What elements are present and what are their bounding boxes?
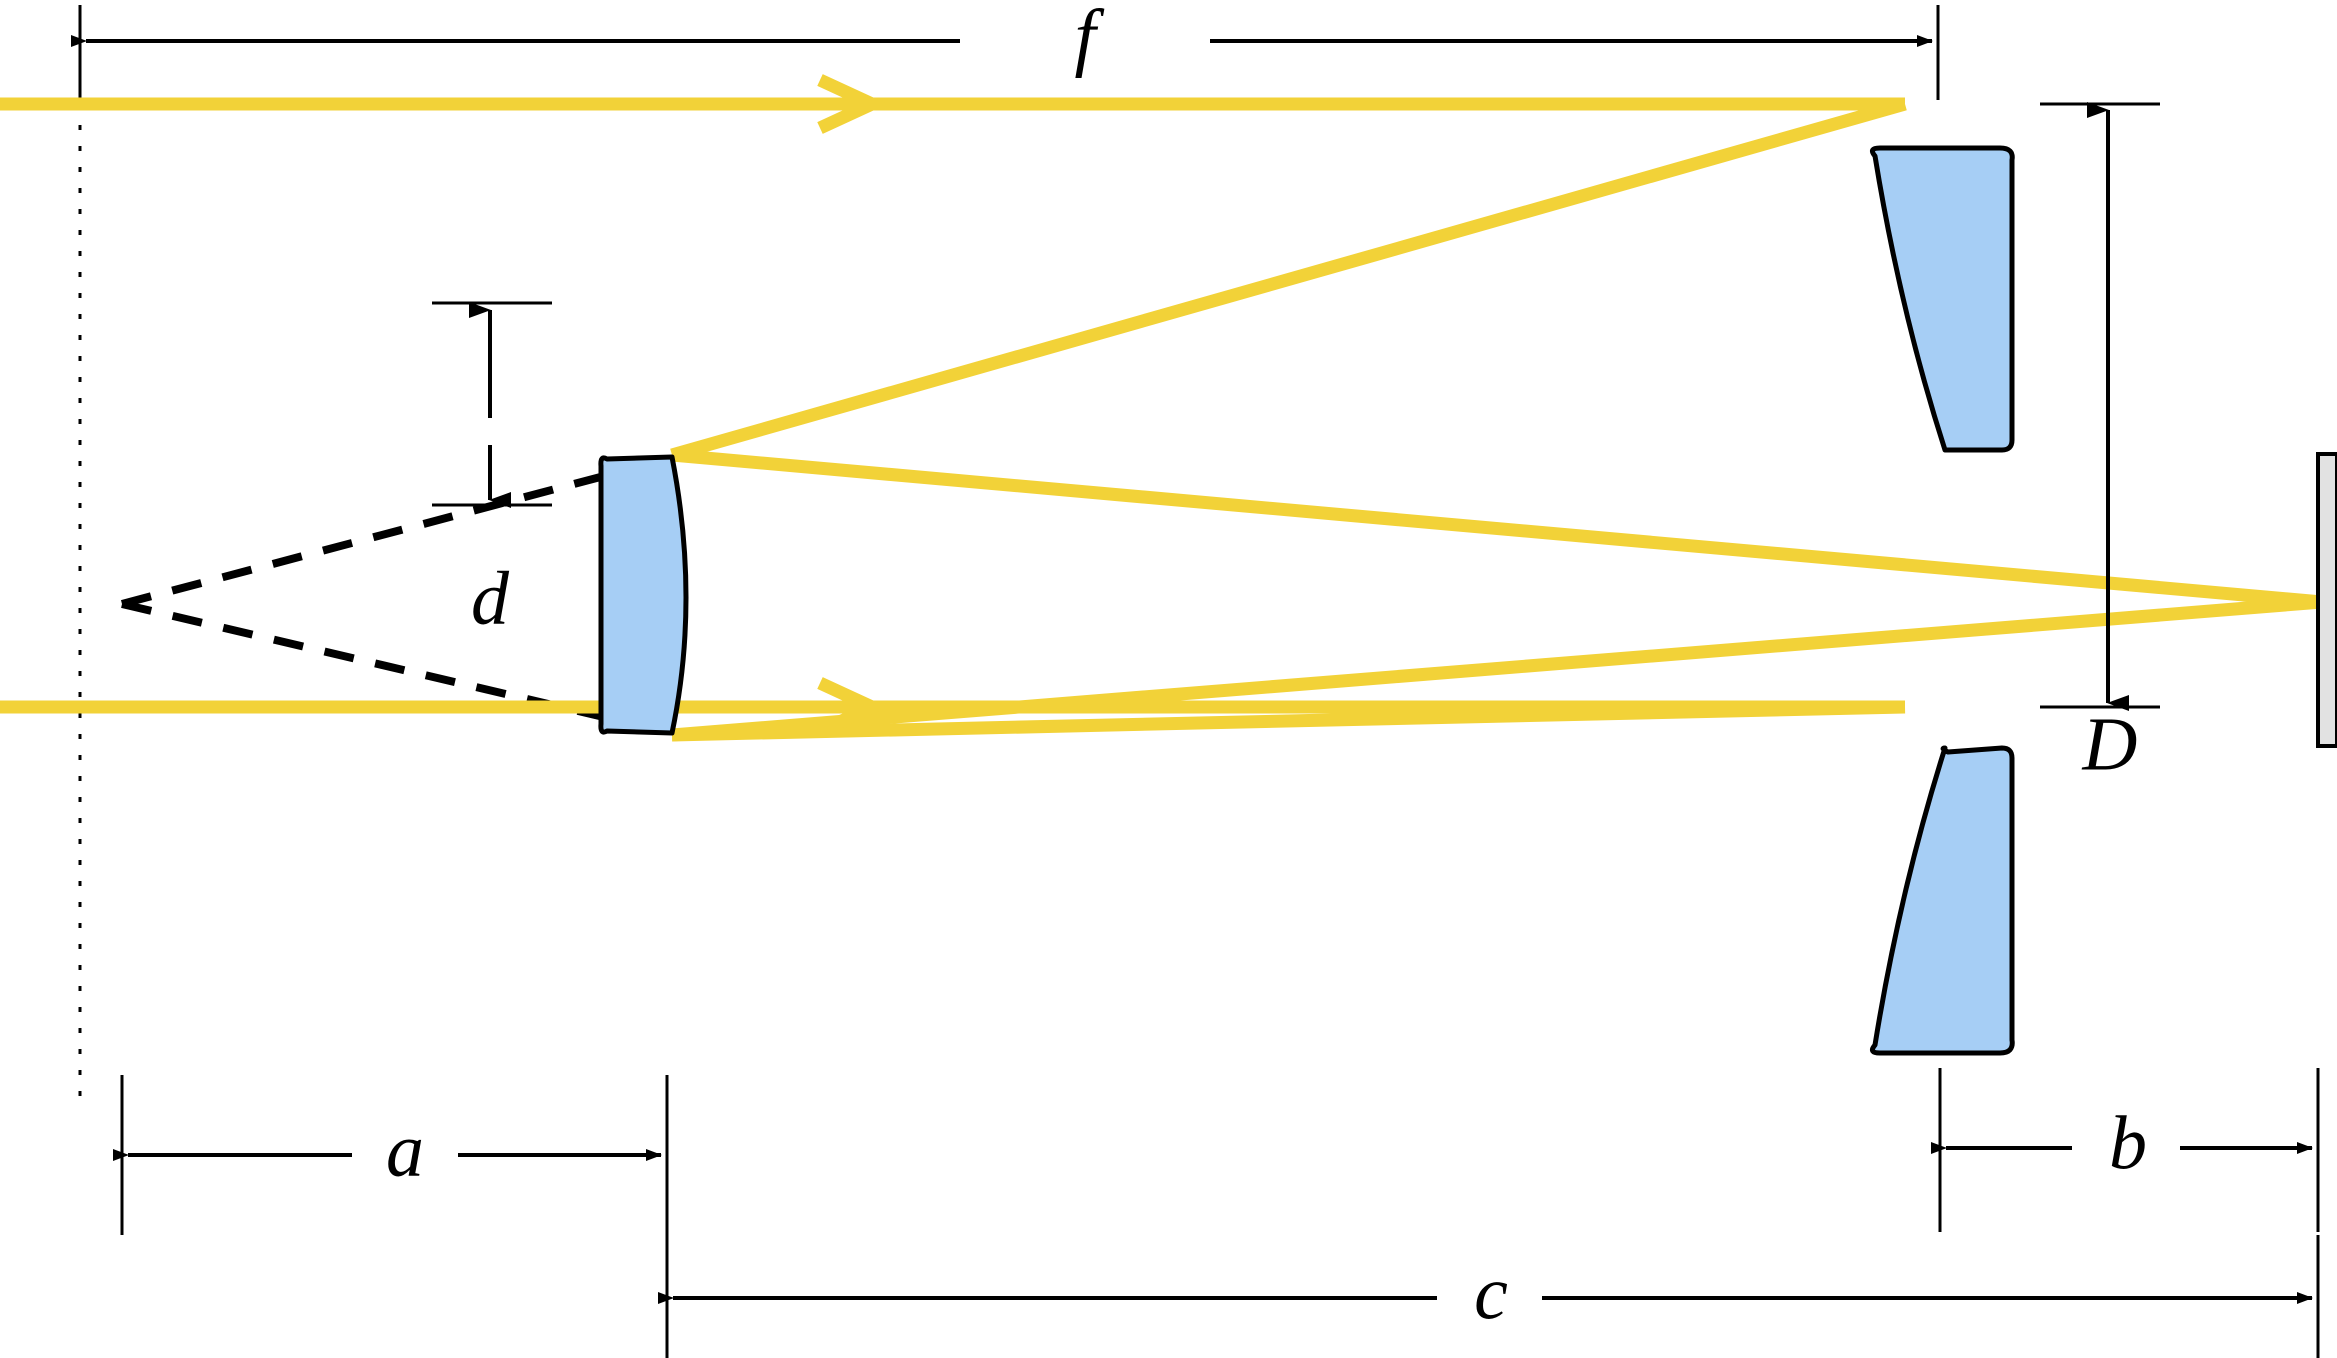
ray-lens-top-to-focus bbox=[671, 448, 2323, 609]
dashed-cone-lower bbox=[121, 600, 673, 737]
virtual-source-cone bbox=[120, 454, 674, 737]
dimension-label-b: b bbox=[2109, 1101, 2147, 1185]
dimension-label-D: D bbox=[2082, 702, 2138, 786]
dimension-f: f bbox=[71, 0, 1933, 78]
dimension-D: D bbox=[2082, 102, 2138, 786]
ray-direction-arrows bbox=[817, 74, 888, 737]
dimension-label-a: a bbox=[386, 1108, 424, 1192]
dimension-b: b bbox=[1931, 1101, 2313, 1185]
dimension-label-d: d bbox=[471, 556, 510, 640]
small-lens bbox=[598, 454, 689, 736]
upper-mirror-segment bbox=[1869, 145, 2015, 453]
ray-arrow-bottom bbox=[817, 677, 888, 737]
ray-arrow-top bbox=[817, 74, 888, 134]
ray-lens-bottom-to-focus bbox=[671, 595, 2323, 742]
ray-lower-mirror-to-lens bbox=[671, 700, 1906, 742]
lower-mirror-segment bbox=[1869, 745, 2015, 1056]
dashed-cone-upper bbox=[120, 454, 674, 608]
dimension-a: a bbox=[113, 1108, 662, 1192]
dimension-label-f: f bbox=[1074, 0, 1104, 78]
dimension-d: d bbox=[469, 302, 511, 640]
detector-screen bbox=[2316, 452, 2337, 748]
ray-upper-mirror-to-lens bbox=[670, 97, 1907, 462]
dimension-label-c: c bbox=[1474, 1251, 1508, 1335]
dimension-c: c bbox=[658, 1251, 2313, 1335]
light-rays bbox=[0, 97, 2323, 742]
